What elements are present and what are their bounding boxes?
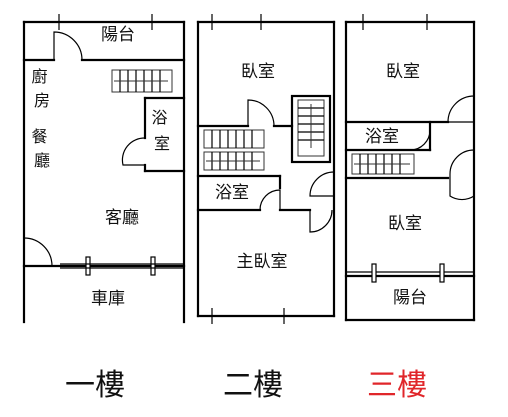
- room-kitchen-char-1: 廚: [31, 67, 47, 86]
- room-bedroom-label: 臥室: [241, 62, 275, 82]
- room-balcony-label: 陽台: [393, 288, 427, 308]
- room-master-bedroom-label: 主臥室: [237, 252, 288, 272]
- room-bath-label: 浴 室: [151, 108, 172, 153]
- room-dining-label: 餐 廳: [31, 127, 52, 170]
- room-bath-char-2: 室: [154, 134, 170, 153]
- room-balcony-label: 陽台: [101, 25, 135, 45]
- floor-label-2: 二樓: [223, 368, 283, 403]
- room-bath-label: 浴室: [365, 127, 399, 147]
- room-kitchen-label: 廚 房: [31, 67, 52, 110]
- floor-label-1: 一樓: [65, 368, 125, 403]
- room-bath-char-1: 浴: [151, 108, 167, 127]
- room-living-label: 客廳: [105, 208, 139, 228]
- room-bedroom-back-label: 臥室: [388, 214, 422, 234]
- floor-plan-2: 臥室 浴室 主臥室: [196, 14, 336, 324]
- floor-plan-3: 臥室 浴室 臥室 陽台: [344, 14, 476, 322]
- room-bath-label: 浴室: [215, 183, 249, 203]
- room-kitchen-char-2: 房: [34, 91, 50, 110]
- floor-label-3: 三樓: [367, 368, 427, 403]
- floor-plan-1: 陽台 廚 房 餐 廳 浴 室 客廳 車庫: [22, 14, 186, 324]
- room-bedroom-front-label: 臥室: [386, 62, 420, 82]
- room-garage-label: 車庫: [91, 289, 125, 309]
- room-dining-char-1: 餐: [31, 127, 47, 146]
- room-dining-char-2: 廳: [34, 151, 50, 170]
